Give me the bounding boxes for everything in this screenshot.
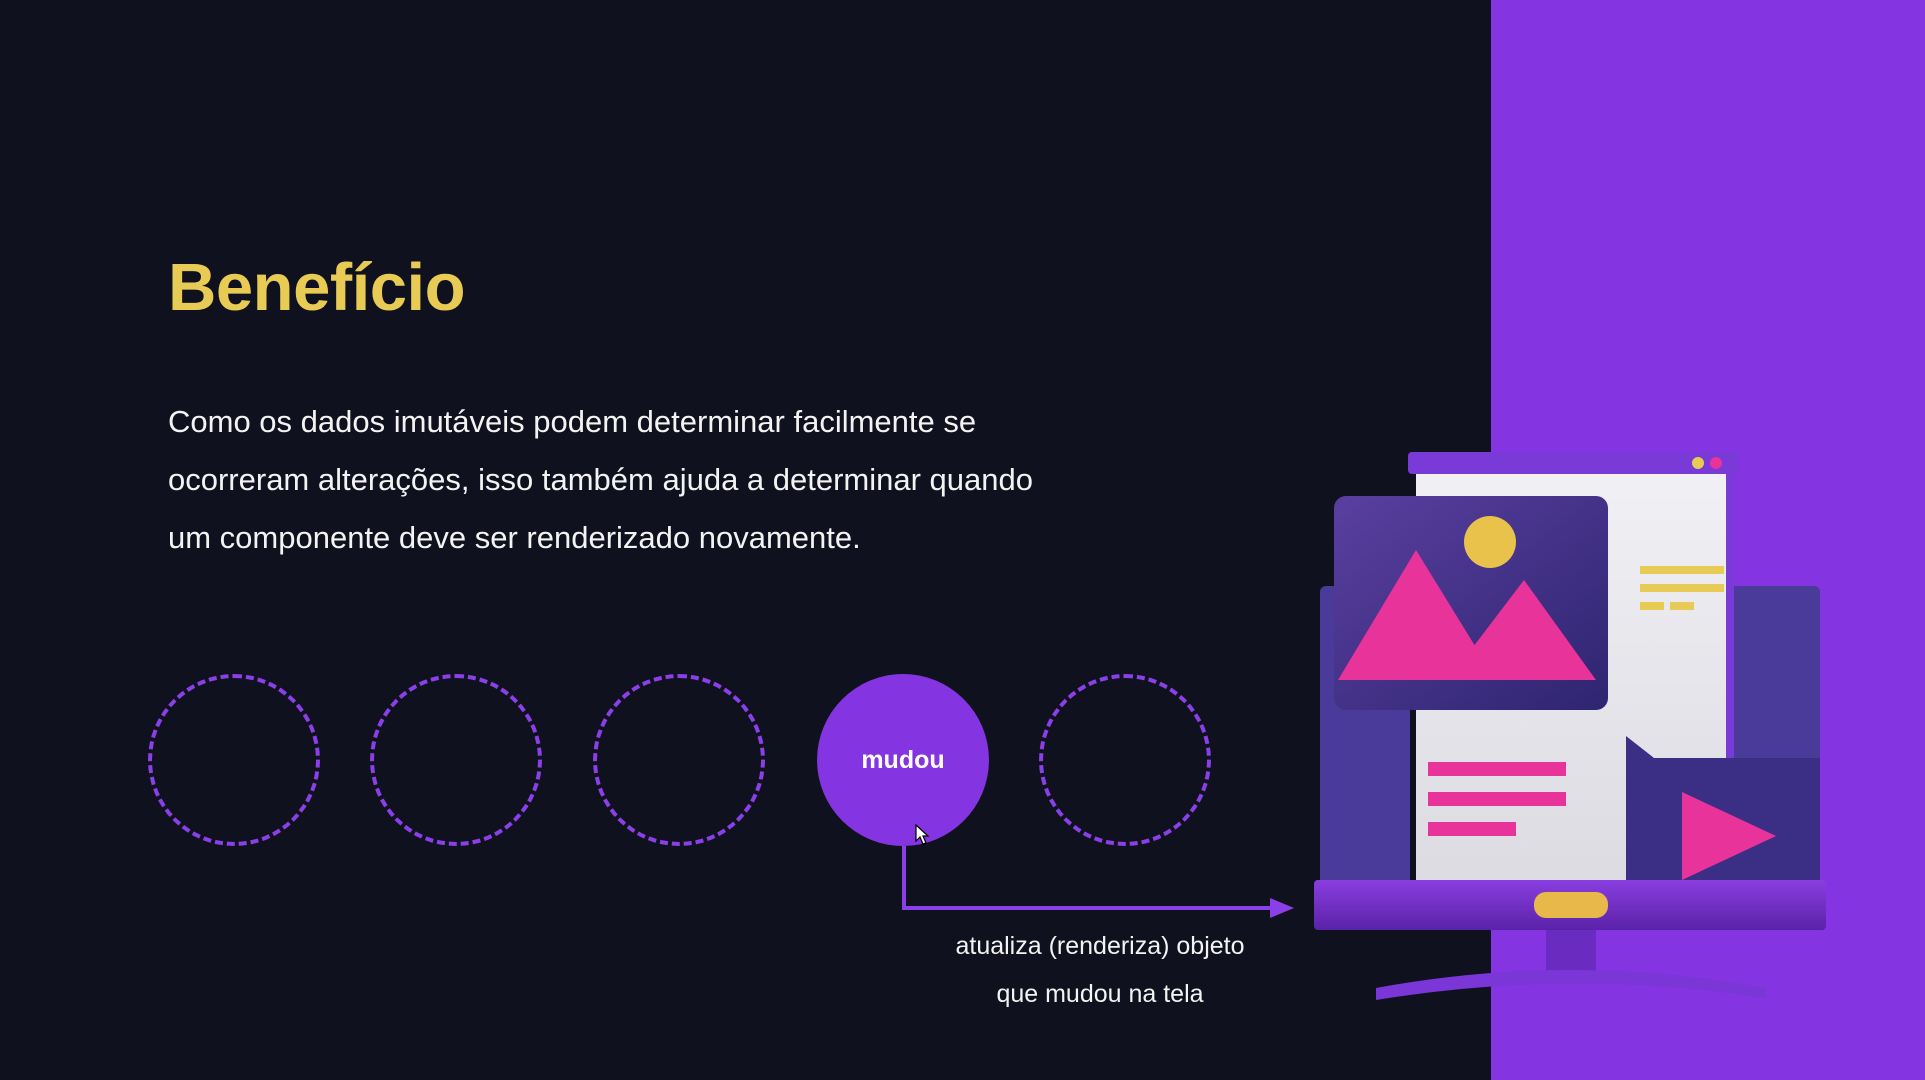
caption-line-2: que mudou na tela (996, 980, 1204, 1008)
state-circle-2 (370, 674, 542, 846)
cursor-arrow-icon (915, 824, 930, 845)
caption: atualiza (renderiza) objeto que mudou na… (900, 922, 1300, 1018)
monitor-media-illustration (1314, 452, 1826, 1000)
state-circle-3 (593, 674, 765, 846)
changed-label: mudou (861, 745, 945, 774)
state-circle-1 (148, 674, 320, 846)
body-line-2: ocorreram alterações, isso também ajuda … (168, 462, 1034, 497)
body-line-3: um componente deve ser renderizado novam… (168, 520, 861, 555)
state-circle-changed: mudou (817, 674, 989, 846)
slide-body: Como os dados imutáveis podem determinar… (168, 393, 1148, 567)
body-line-1: Como os dados imutáveis podem determinar… (168, 404, 977, 439)
state-circle-5 (1039, 674, 1211, 846)
caption-line-1: atualiza (renderiza) objeto (955, 932, 1245, 960)
slide-title: Benefício (168, 250, 466, 325)
